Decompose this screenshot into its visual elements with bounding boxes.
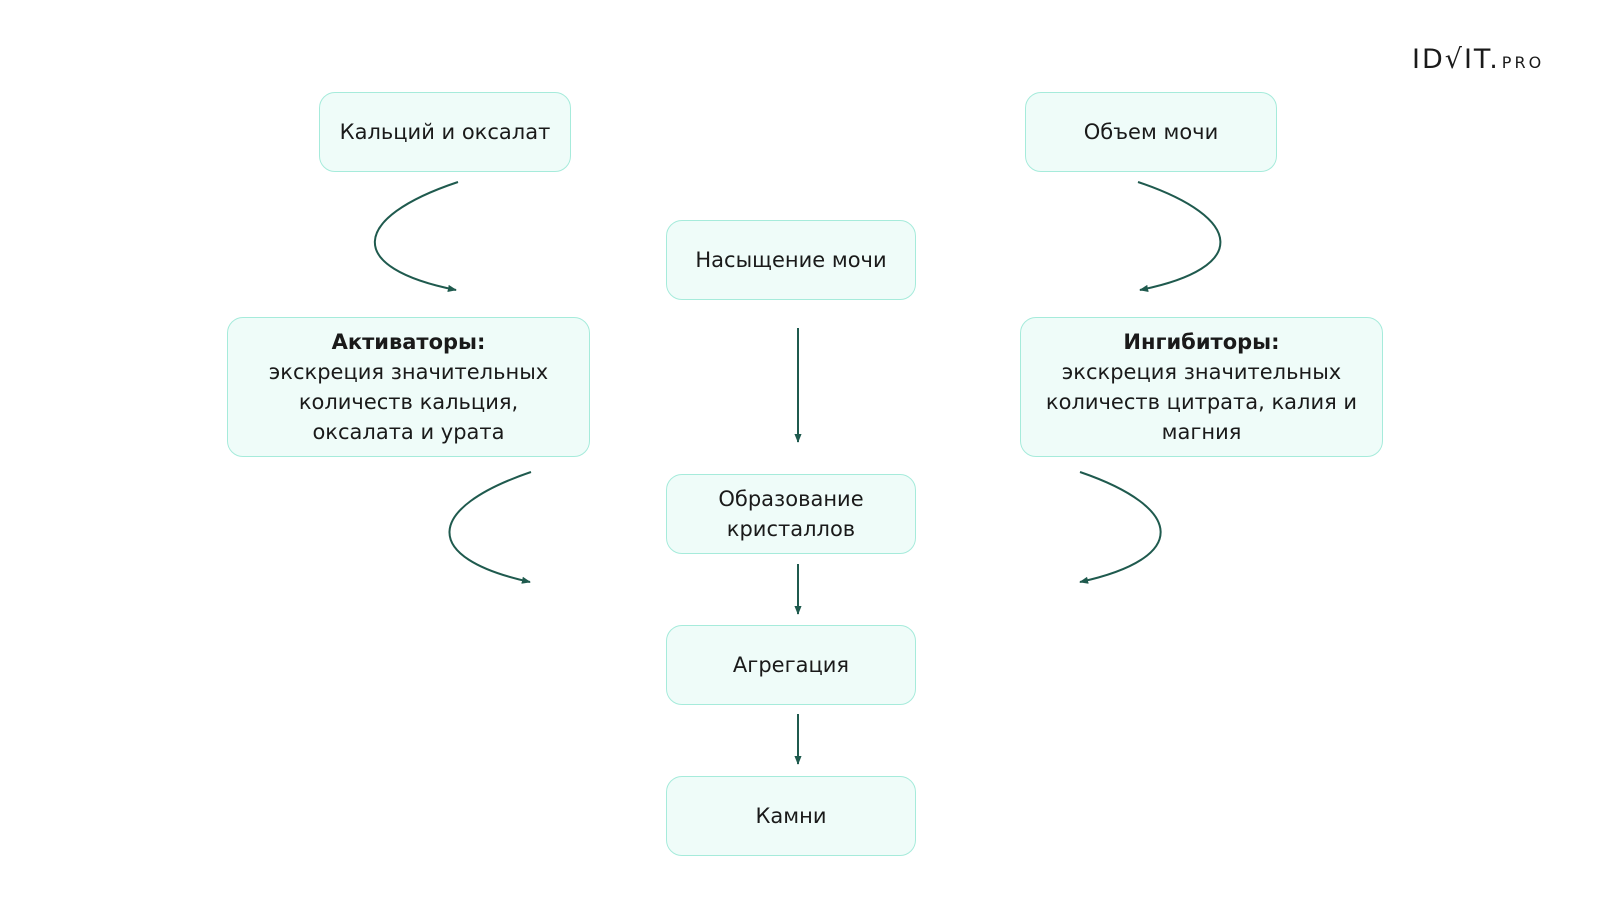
node-inhibitors: Ингибиторы: экскреция значительных колич… xyxy=(1020,317,1383,457)
node-calcium-oxalate-label: Кальций и оксалат xyxy=(339,120,551,144)
node-urine-volume: Объем мочи xyxy=(1025,92,1277,172)
inhibitors-title: Ингибиторы: xyxy=(1123,330,1280,354)
activators-title: Активаторы: xyxy=(331,330,486,354)
curved-arrow-activators-to-crystals xyxy=(448,471,532,584)
node-aggregation: Агрегация xyxy=(666,625,916,705)
node-crystals-label: Образование кристаллов xyxy=(718,487,864,541)
node-activators: Активаторы: экскреция значительных колич… xyxy=(227,317,590,457)
node-saturation-label: Насыщение мочи xyxy=(695,248,887,272)
node-calcium-oxalate: Кальций и оксалат xyxy=(319,92,571,172)
curved-arrow-volume-to-inhibitors xyxy=(1137,181,1222,292)
node-urine-volume-label: Объем мочи xyxy=(1083,120,1219,144)
logo-suffix: PRO xyxy=(1501,53,1545,72)
activators-text: экскреция значительных количеств кальция… xyxy=(268,360,549,444)
node-crystals: Образование кристаллов xyxy=(666,474,916,554)
node-aggregation-label: Агрегация xyxy=(732,653,850,677)
curved-arrow-inhibitors-to-crystals xyxy=(1079,471,1162,584)
node-stones: Камни xyxy=(666,776,916,856)
node-stones-label: Камни xyxy=(755,804,827,828)
logo: ID√IT.PRO xyxy=(1412,44,1544,75)
logo-main: ID√IT. xyxy=(1412,44,1500,75)
inhibitors-text: экскреция значительных количеств цитрата… xyxy=(1045,360,1358,444)
curved-arrow-calcium-to-activators xyxy=(374,181,459,292)
node-saturation: Насыщение мочи xyxy=(666,220,916,300)
